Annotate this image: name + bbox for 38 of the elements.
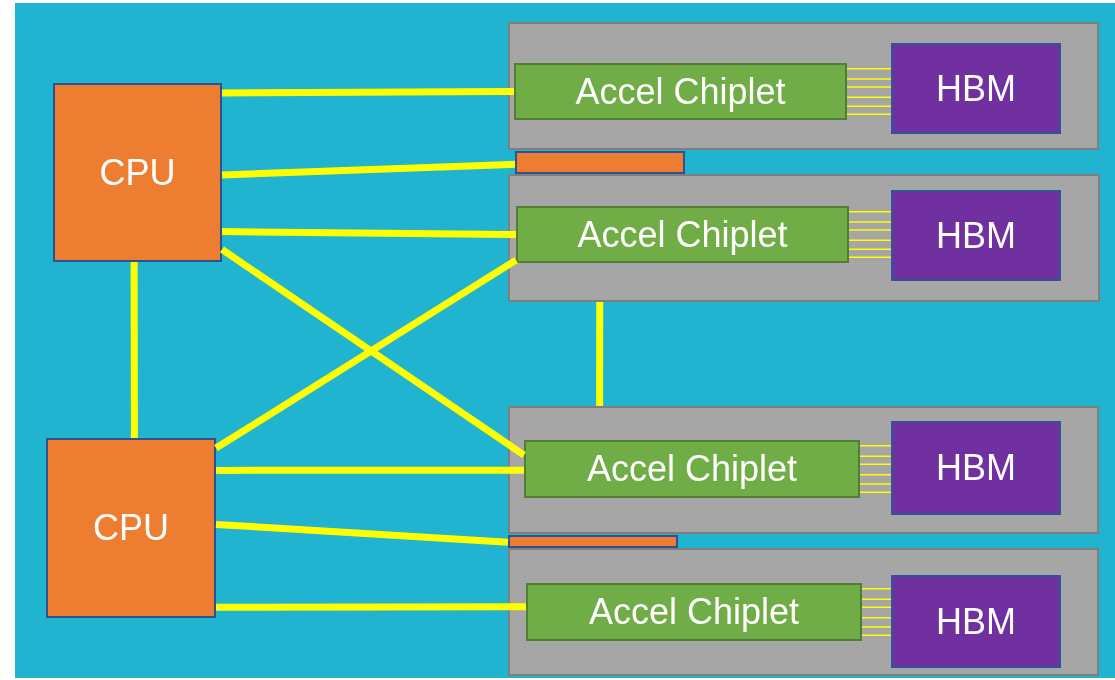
cpu-box [515, 151, 685, 174]
node-label: HBM [936, 67, 1016, 110]
node-label: CPU [93, 507, 169, 549]
cpu-box [46, 438, 216, 618]
chiplet-box [524, 440, 860, 498]
node-label: Accel Chiplet [588, 591, 800, 633]
memory-box [891, 575, 1061, 668]
memory-box [891, 43, 1061, 134]
node-label: HBM [936, 214, 1016, 257]
connector-line [221, 160, 516, 179]
connector-line [216, 603, 526, 611]
connector-line [221, 228, 517, 238]
memory-box [891, 421, 1061, 515]
cpu-box [53, 83, 222, 262]
node-label: Accel Chiplet [586, 448, 798, 490]
module-panel [508, 406, 1099, 534]
connector-line [596, 302, 604, 406]
bus-lines [848, 210, 892, 259]
module-panel [508, 174, 1100, 302]
chiplet-box [526, 583, 862, 641]
node-label: HBM [936, 600, 1016, 643]
memory-box [891, 190, 1061, 281]
chiplet-box [516, 206, 849, 263]
node-label: Accel Chiplet [575, 70, 786, 113]
bus-lines [846, 67, 892, 116]
connector-line [130, 262, 138, 438]
chiplet-box [514, 63, 847, 120]
node-label: CPU [99, 151, 176, 194]
module-panel [508, 22, 1099, 150]
bus-lines [861, 588, 892, 636]
node-label: Accel Chiplet [577, 213, 788, 256]
cpu-box [508, 535, 678, 548]
connector-line [216, 466, 524, 474]
connector-line [215, 520, 509, 546]
bus-lines [859, 445, 892, 493]
connector-line [222, 88, 515, 97]
node-label: HBM [936, 447, 1016, 489]
module-panel [508, 548, 1099, 676]
